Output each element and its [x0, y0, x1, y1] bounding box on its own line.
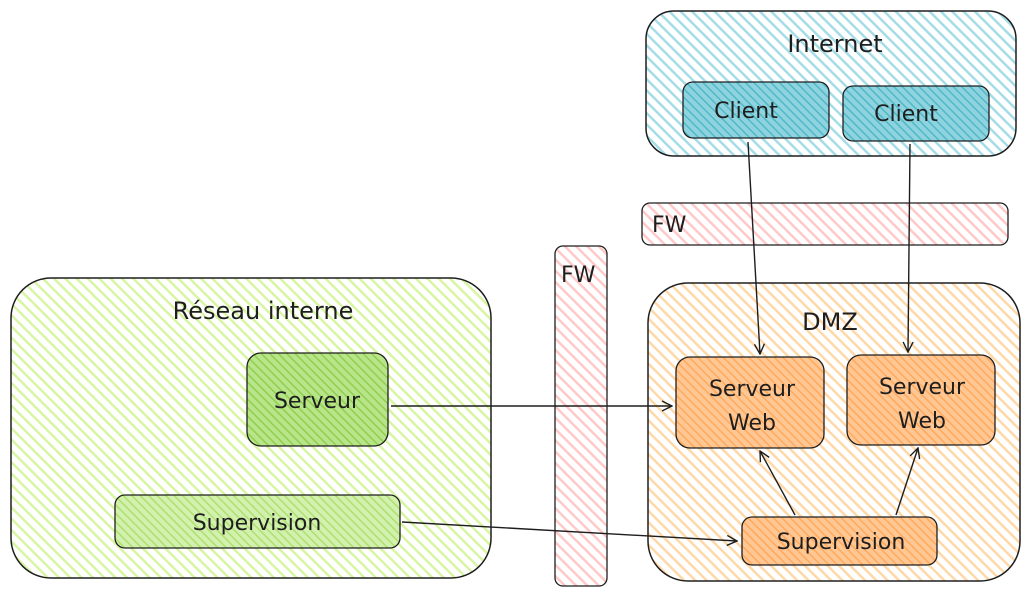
web-server-node-2-line2: Web	[898, 409, 946, 434]
internal-server-node: Serveur	[246, 352, 389, 447]
web-server-node-2: Serveur Web	[846, 354, 996, 446]
client-node-2: Client	[842, 85, 990, 142]
firewall-middle-label: FW	[561, 263, 596, 288]
dmz-zone-label: DMZ	[802, 308, 858, 336]
firewall-top: FW	[641, 202, 1009, 246]
internal-supervision-node-label: Supervision	[193, 511, 322, 536]
web-server-node-1-line1: Serveur	[709, 377, 796, 402]
web-server-node-2-line1: Serveur	[879, 375, 966, 400]
firewall-top-label: FW	[652, 213, 687, 238]
arrow-dmz-supervision-to-web-server-2	[895, 448, 918, 516]
arrow-internal-supervision-to-dmz-supervision	[401, 521, 737, 541]
internal-network-zone-label: Réseau interne	[173, 297, 354, 325]
client-node-1-label: Client	[714, 99, 778, 124]
web-server-node-1-line2: Web	[728, 411, 776, 436]
client-node-1: Client	[682, 81, 830, 139]
arrow-client-1-to-web-server-1	[747, 141, 760, 354]
internet-zone-label: Internet	[787, 30, 882, 58]
dmz-supervision-node-label: Supervision	[777, 530, 906, 555]
firewall-middle: FW	[554, 245, 608, 587]
arrow-dmz-supervision-to-web-server-1	[760, 451, 796, 516]
dmz-supervision-node: Supervision	[741, 516, 938, 566]
internal-supervision-node: Supervision	[114, 494, 401, 549]
client-node-2-label: Client	[874, 102, 938, 127]
internal-server-node-label: Serveur	[274, 389, 361, 414]
edges	[391, 141, 918, 541]
web-server-node-1: Serveur Web	[675, 356, 825, 449]
arrow-client-2-to-web-server-2	[908, 143, 910, 352]
